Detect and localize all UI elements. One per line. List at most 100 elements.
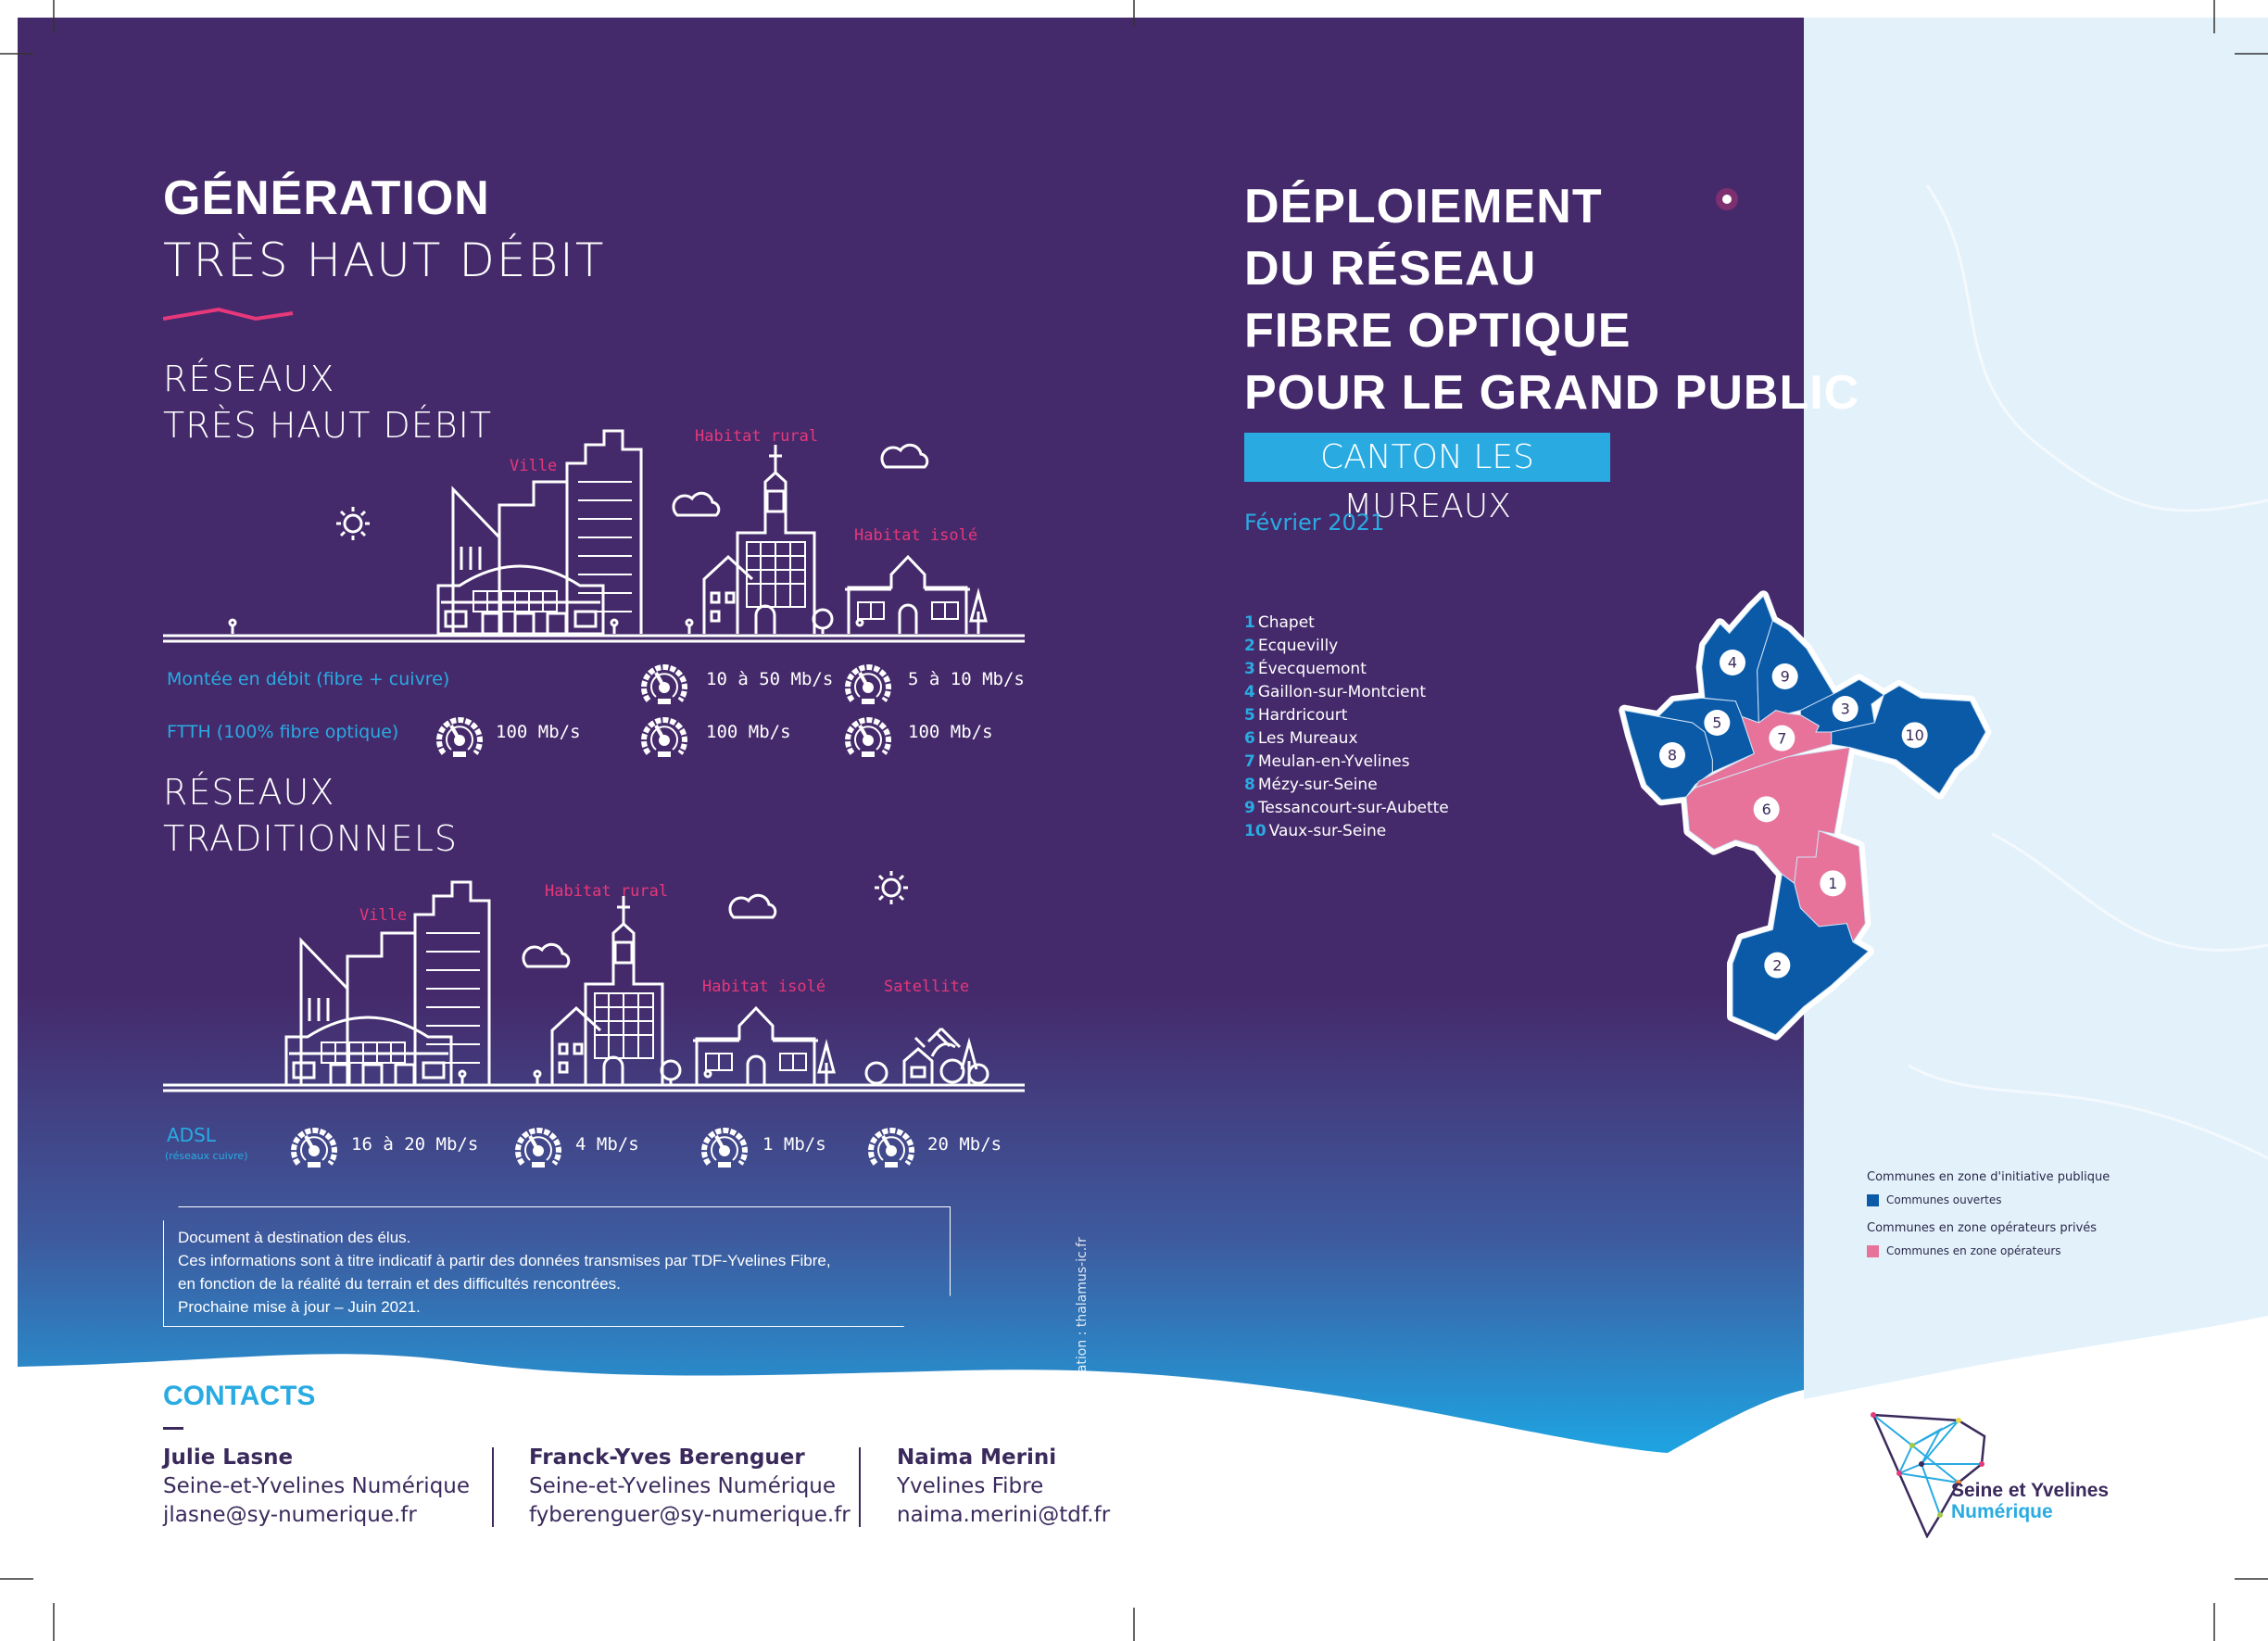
montee-label: Montée en débit (fibre + cuivre) bbox=[167, 669, 450, 689]
map-label: 1 bbox=[1828, 875, 1837, 892]
section-thd-heading: RÉSEAUX TRÈS HAUT DÉBIT bbox=[163, 356, 492, 448]
contact-separator bbox=[492, 1447, 494, 1527]
speedometer-icon bbox=[841, 654, 895, 708]
section-trad-line1: RÉSEAUX bbox=[163, 772, 335, 813]
logo-line1: Seine et Yvelines bbox=[1951, 1480, 2110, 1501]
legend-blue-swatch bbox=[1867, 1194, 1879, 1206]
note-line: Prochaine mise à jour – Juin 2021. bbox=[178, 1298, 421, 1316]
map-label: 9 bbox=[1781, 668, 1790, 686]
montee-isole-speed: 5 à 10 Mb/s bbox=[908, 669, 1025, 689]
city-illustration-thd bbox=[163, 429, 1025, 643]
contact-email[interactable]: naima.merini@tdf.fr bbox=[897, 1503, 1111, 1527]
canton-badge: CANTON LES MUREAUX bbox=[1244, 433, 1610, 525]
commune-number: 6 bbox=[1244, 729, 1255, 748]
ftth-label: FTTH (100% fibre optique) bbox=[167, 722, 399, 742]
ftth-ville-speed: 100 Mb/s bbox=[496, 722, 581, 742]
section-thd-line2: TRÈS HAUT DÉBIT bbox=[163, 405, 493, 446]
contact-name: Naima Merini bbox=[897, 1445, 1057, 1470]
contact-email[interactable]: jlasne@sy-numerique.fr bbox=[163, 1503, 417, 1527]
logo-line2: Numérique bbox=[1951, 1501, 2053, 1522]
commune-region-2 bbox=[1732, 873, 1870, 1036]
commune-name: Mézy-sur-Seine bbox=[1257, 776, 1378, 794]
legend-public-item: Communes ouvertes bbox=[1886, 1193, 2002, 1206]
map-label-circle bbox=[1820, 870, 1846, 897]
purple-panel bbox=[18, 18, 1804, 1453]
adsl-sublabel: (réseaux cuivre) bbox=[165, 1150, 248, 1162]
date-label: Février 2021 bbox=[1244, 510, 1385, 536]
commune-number: 7 bbox=[1244, 752, 1255, 771]
map-label: 4 bbox=[1728, 654, 1737, 672]
deployment-title: DÉPLOIEMENT DU RÉSEAU FIBRE OPTIQUE POUR… bbox=[1244, 176, 1859, 424]
map-label: 5 bbox=[1712, 714, 1721, 732]
map-label: 3 bbox=[1841, 701, 1850, 718]
label-isole-trad: Habitat isolé bbox=[702, 978, 826, 996]
contact-card: Naima Merini Yvelines Fibre naima.merini… bbox=[897, 1444, 1110, 1530]
commune-region-7 bbox=[1695, 710, 1833, 789]
contacts-dash bbox=[163, 1427, 183, 1430]
commune-name: Tessancourt-sur-Aubette bbox=[1257, 799, 1449, 817]
speedometer-icon bbox=[287, 1117, 341, 1171]
speedometer-icon bbox=[864, 1117, 918, 1171]
map-label: 6 bbox=[1762, 801, 1771, 818]
main-title-bold: GÉNÉRATION bbox=[163, 171, 490, 225]
map-label-circle bbox=[1753, 796, 1780, 823]
title-line: DÉPLOIEMENT bbox=[1244, 180, 1603, 234]
pink-zigzag-divider bbox=[163, 307, 294, 322]
info-note-box: Document à destination des élus. Ces inf… bbox=[163, 1206, 951, 1327]
commune-name: Ecquevilly bbox=[1257, 637, 1339, 655]
speedometer-icon bbox=[841, 707, 895, 761]
commune-name: Évecquemont bbox=[1257, 660, 1367, 678]
legend-private-item: Communes en zone opérateurs bbox=[1886, 1244, 2061, 1257]
contact-card: Julie Lasne Seine-et-Yvelines Numérique … bbox=[163, 1444, 470, 1530]
commune-name: Gaillon-sur-Montcient bbox=[1257, 683, 1427, 701]
commune-number: 1 bbox=[1244, 613, 1255, 632]
commune-number: 5 bbox=[1244, 706, 1255, 725]
map-label: 7 bbox=[1777, 729, 1786, 747]
legend-public-heading: Communes en zone d'initiative publique bbox=[1867, 1170, 2110, 1184]
map-label: 8 bbox=[1668, 747, 1677, 764]
map-label-circle bbox=[1704, 710, 1731, 736]
design-credit: Création : thalamus-ic.fr bbox=[1075, 1237, 1090, 1395]
contact-email[interactable]: fyberenguer@sy-numerique.fr bbox=[529, 1503, 850, 1527]
speedometer-icon bbox=[698, 1117, 751, 1171]
adsl-satellite-speed: 20 Mb/s bbox=[927, 1134, 1002, 1155]
adsl-isole-speed: 1 Mb/s bbox=[762, 1134, 826, 1155]
section-thd-line1: RÉSEAUX bbox=[163, 359, 335, 399]
logo-text: Seine et Yvelines Numérique bbox=[1951, 1480, 2109, 1522]
map-label-circle bbox=[1771, 663, 1798, 689]
commune-number: 8 bbox=[1244, 776, 1255, 794]
ftth-rural-speed: 100 Mb/s bbox=[706, 722, 791, 742]
commune-name: Chapet bbox=[1257, 613, 1315, 632]
pink-glow-dot bbox=[1716, 188, 1738, 210]
logo-network-mark bbox=[1871, 1412, 1986, 1538]
contact-name: Julie Lasne bbox=[163, 1445, 294, 1470]
contact-org: Seine-et-Yvelines Numérique bbox=[529, 1474, 837, 1498]
contact-card: Franck-Yves Berenguer Seine-et-Yvelines … bbox=[529, 1444, 850, 1530]
montee-rural-speed: 10 à 50 Mb/s bbox=[706, 669, 834, 689]
commune-name: Les Mureaux bbox=[1257, 729, 1358, 748]
speedometer-icon bbox=[433, 707, 486, 761]
contact-separator bbox=[859, 1447, 861, 1527]
note-line: Ces informations sont à titre indicatif … bbox=[178, 1252, 831, 1269]
contact-name: Franck-Yves Berenguer bbox=[529, 1445, 805, 1470]
main-title-light: TRÈS HAUT DÉBIT bbox=[163, 234, 606, 287]
contact-org: Yvelines Fibre bbox=[897, 1474, 1044, 1498]
right-panel bbox=[1804, 18, 2268, 1399]
city-illustration-traditional bbox=[163, 871, 1025, 1092]
section-trad-heading: RÉSEAUX TRADITIONNELS bbox=[163, 769, 458, 862]
speedometer-icon bbox=[511, 1117, 565, 1171]
contacts-title: CONTACTS bbox=[163, 1381, 316, 1411]
satellite-scene bbox=[864, 1027, 989, 1085]
commune-name: Meulan-en-Yvelines bbox=[1257, 752, 1410, 771]
adsl-rural-speed: 4 Mb/s bbox=[575, 1134, 639, 1155]
commune-number: 9 bbox=[1244, 799, 1255, 817]
